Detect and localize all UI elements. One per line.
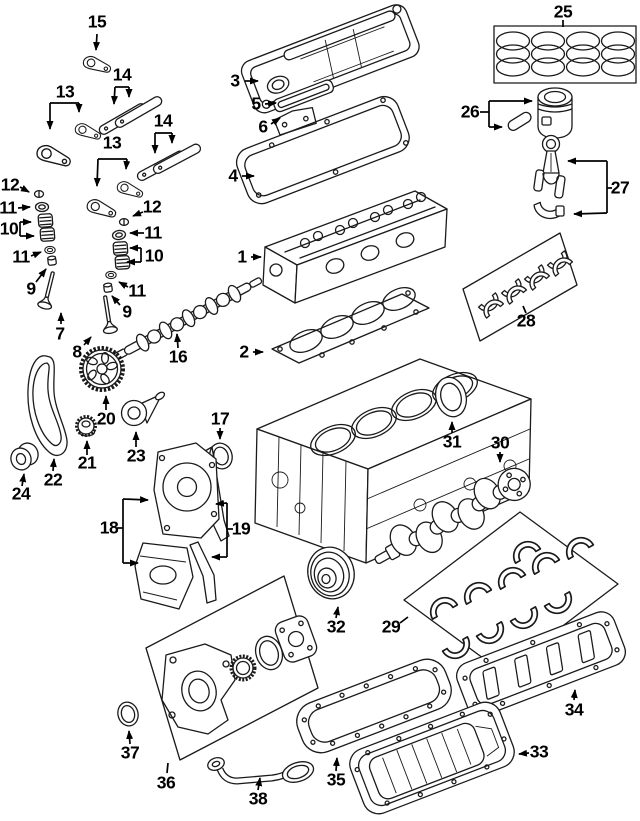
callout-12b: 12 bbox=[142, 196, 162, 217]
connecting-rod-drawing bbox=[533, 134, 566, 220]
callout-32: 32 bbox=[326, 616, 346, 637]
camshaft-drawing bbox=[111, 277, 263, 362]
piston-ring-set-drawing bbox=[493, 25, 637, 84]
callout-22: 22 bbox=[43, 469, 63, 490]
valve-cover-drawing bbox=[240, 4, 420, 114]
callout-36: 36 bbox=[156, 772, 176, 793]
timing-belt-drawing bbox=[27, 355, 68, 456]
callout-10b: 10 bbox=[144, 245, 164, 266]
callout-19: 19 bbox=[231, 518, 251, 539]
oil-baffle-drawing bbox=[455, 611, 627, 717]
callout-37: 37 bbox=[120, 742, 140, 763]
callout-10a: 10 bbox=[0, 218, 19, 239]
callout-25: 25 bbox=[553, 1, 573, 22]
callout-3: 3 bbox=[230, 70, 240, 91]
crank-hub-drawing bbox=[120, 391, 166, 427]
callout-4: 4 bbox=[228, 165, 238, 186]
callout-6: 6 bbox=[258, 116, 268, 137]
callout-7: 7 bbox=[55, 323, 65, 344]
callout-27: 27 bbox=[610, 177, 630, 198]
timing-covers-drawing bbox=[134, 442, 220, 610]
crankshaft-drawing bbox=[374, 467, 531, 565]
callout-arrows bbox=[17, 20, 612, 791]
callout-30: 30 bbox=[490, 432, 510, 453]
callout-9a: 9 bbox=[26, 278, 36, 299]
callout-11d: 11 bbox=[128, 280, 146, 301]
callout-8: 8 bbox=[72, 341, 82, 362]
callout-23: 23 bbox=[126, 445, 146, 466]
callout-1: 1 bbox=[237, 246, 247, 267]
callout-33: 33 bbox=[529, 741, 549, 762]
callout-14b: 14 bbox=[153, 110, 173, 131]
callout-16: 16 bbox=[168, 346, 188, 367]
oil-pan-drawing bbox=[349, 701, 515, 815]
callout-29: 29 bbox=[381, 616, 401, 637]
callout-18: 18 bbox=[99, 517, 119, 538]
callout-13a: 13 bbox=[55, 81, 75, 102]
callout-21: 21 bbox=[77, 452, 97, 473]
callout-35: 35 bbox=[326, 769, 346, 790]
callout-38: 38 bbox=[248, 788, 268, 809]
callout-13b: 13 bbox=[102, 132, 122, 153]
rear-main-seal-drawing bbox=[434, 376, 468, 418]
callout-2: 2 bbox=[239, 341, 249, 362]
rod-bearing-set-drawing bbox=[462, 232, 578, 342]
callout-11c: 11 bbox=[144, 222, 162, 243]
callout-11a: 11 bbox=[0, 197, 17, 218]
callout-34: 34 bbox=[564, 699, 584, 720]
oil-pump-set-drawing bbox=[145, 575, 319, 761]
callout-5: 5 bbox=[251, 93, 261, 114]
crank-pulley-drawing bbox=[307, 546, 355, 600]
head-gasket-drawing bbox=[271, 286, 430, 364]
oil-pickup-tube-drawing bbox=[207, 757, 315, 785]
oil-pan-gasket-drawing bbox=[296, 658, 452, 754]
callout-24: 24 bbox=[11, 483, 31, 504]
cylinder-head-drawing bbox=[262, 190, 448, 304]
callout-9b: 9 bbox=[122, 301, 132, 322]
callout-28: 28 bbox=[516, 310, 536, 331]
front-seal-drawing bbox=[117, 701, 139, 727]
callout-31: 31 bbox=[442, 431, 462, 452]
callout-17: 17 bbox=[210, 408, 230, 429]
callout-26: 26 bbox=[460, 101, 480, 122]
crank-sprocket-drawing bbox=[75, 415, 97, 437]
piston-drawing bbox=[507, 87, 573, 139]
valve-cover-gasket-drawing bbox=[235, 95, 410, 205]
callout-15: 15 bbox=[87, 11, 107, 32]
callout-12a: 12 bbox=[0, 174, 20, 195]
cam-gear-drawing bbox=[79, 346, 125, 392]
callout-14a: 14 bbox=[112, 64, 132, 85]
callout-11b: 11 bbox=[12, 246, 30, 267]
callout-20: 20 bbox=[96, 408, 116, 429]
belt-tensioner-drawing bbox=[10, 442, 39, 471]
